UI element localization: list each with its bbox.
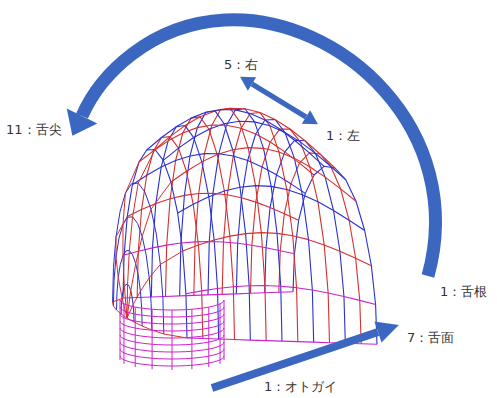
arrow-head bbox=[302, 110, 318, 124]
mesh-line bbox=[123, 162, 139, 318]
callout-label: 1：左 bbox=[324, 128, 362, 144]
arrow-head bbox=[67, 109, 98, 136]
tongue-mesh bbox=[113, 108, 377, 370]
mesh-line bbox=[120, 300, 121, 360]
arrow-head bbox=[374, 322, 398, 343]
mesh-line bbox=[127, 182, 171, 318]
mesh-line bbox=[152, 309, 153, 369]
mesh-line bbox=[127, 149, 155, 318]
mesh-line bbox=[293, 166, 377, 344]
rotation-arrow bbox=[82, 20, 435, 276]
mesh-line bbox=[279, 153, 361, 344]
mesh-line bbox=[172, 310, 173, 370]
mesh-line bbox=[265, 140, 346, 343]
mesh-line bbox=[236, 119, 313, 342]
callout-label: 5：右 bbox=[222, 57, 260, 73]
mesh-line bbox=[191, 309, 192, 369]
mesh-line bbox=[123, 292, 293, 298]
mesh-line bbox=[208, 307, 209, 367]
mesh-line bbox=[132, 154, 305, 194]
mesh-line bbox=[220, 304, 221, 364]
direction-arrows bbox=[67, 20, 436, 388]
callout-label: 11：舌尖 bbox=[4, 122, 64, 138]
double-arrow bbox=[252, 84, 306, 117]
arrow-head bbox=[240, 77, 256, 91]
callout-label: 1：オトガイ bbox=[262, 379, 339, 395]
mesh-line bbox=[123, 304, 124, 364]
callout-label: 7：舌面 bbox=[405, 330, 456, 346]
mesh-line bbox=[139, 125, 314, 175]
mesh-line bbox=[135, 307, 136, 367]
mesh-line bbox=[183, 233, 372, 266]
mesh-line bbox=[124, 242, 294, 256]
mesh-line bbox=[224, 300, 225, 360]
callout-label: 1：舌根 bbox=[438, 284, 489, 300]
